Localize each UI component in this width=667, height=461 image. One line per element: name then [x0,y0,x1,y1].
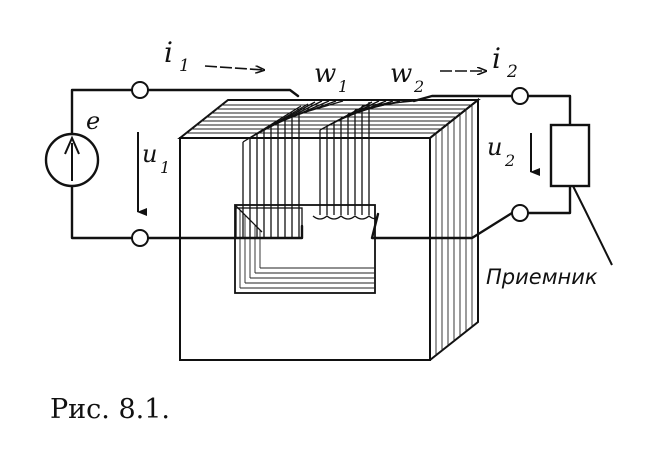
turns-secondary-label: w [390,59,412,89]
top-laminations [186,104,471,134]
secondary-circuit [370,94,572,240]
current-secondary-subscript: 2 [506,62,518,82]
right-laminations [435,105,473,355]
emf-label: e [86,107,100,135]
figure-caption: Рис. 8.1. [50,394,170,425]
receiver-resistor [549,123,591,188]
primary-winding [235,100,344,239]
secondary-winding [312,100,415,220]
current-primary-arrow [204,65,264,70]
voltage-secondary-subscript: 2 [504,151,515,170]
current-primary-subscript: 1 [179,56,190,76]
transformer-core [177,97,481,361]
core-front-face [179,137,431,361]
voltage-secondary-label: u [487,133,502,161]
current-secondary-label: i [492,42,501,75]
core-window [234,204,376,294]
window-inner-laminations [234,204,375,289]
current-primary-label: i [164,36,173,69]
primary-terminal-top [131,81,149,99]
voltage-primary-label: u [142,140,157,168]
voltage-primary-subscript: 1 [160,158,170,177]
receiver-label: Приемник [486,265,598,289]
turns-primary-subscript: 1 [338,77,348,96]
primary-terminal-bottom [131,229,149,247]
primary-circuit [70,88,304,240]
emf-source [44,132,100,188]
receiver-pointer [572,185,613,266]
secondary-terminal-top [511,87,529,105]
turns-primary-label: w [314,59,336,89]
secondary-terminal-bottom [511,204,529,222]
turns-secondary-subscript: 2 [413,77,424,96]
